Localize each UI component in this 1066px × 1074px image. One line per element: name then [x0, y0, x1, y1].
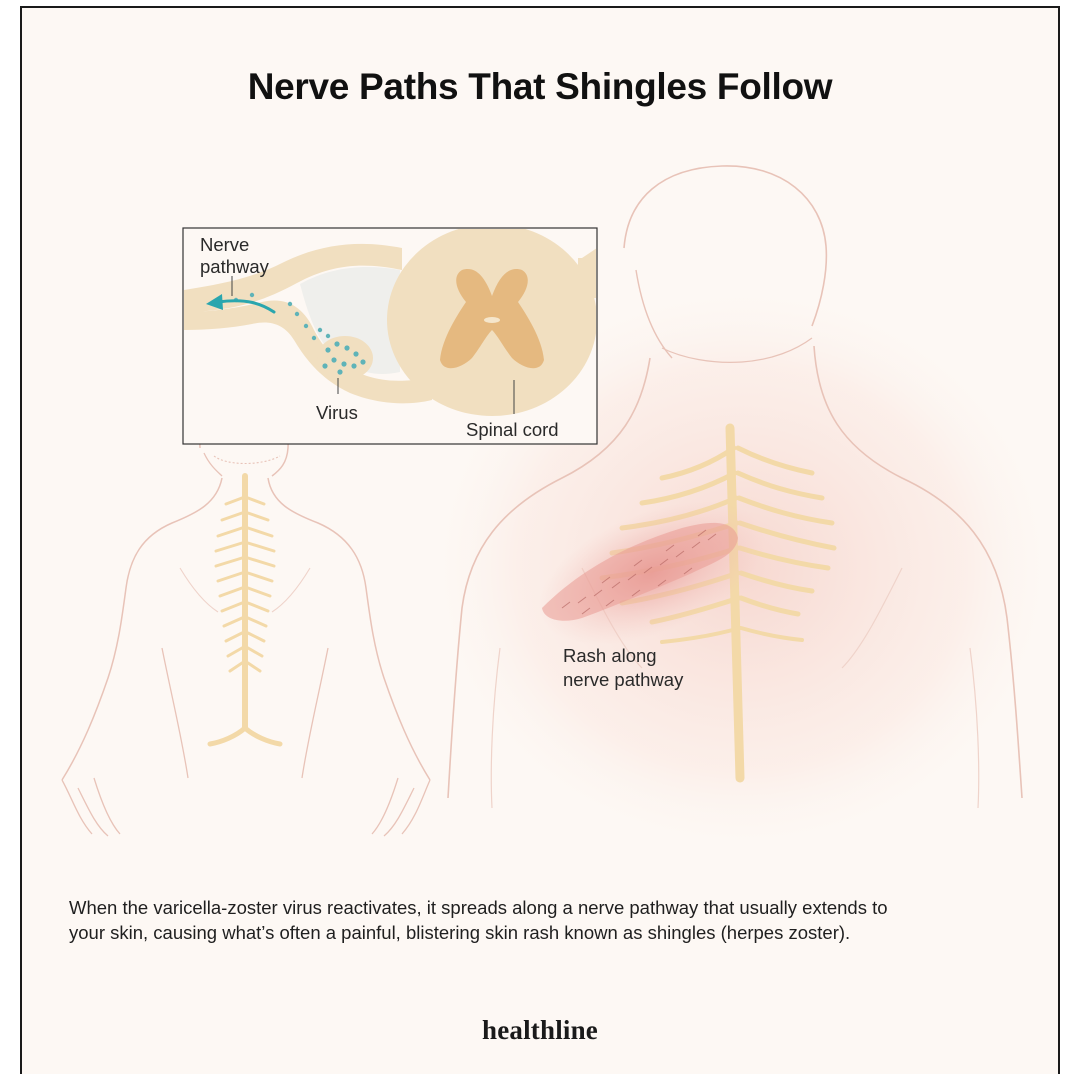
nerve-label-line1: Nerve	[200, 234, 249, 255]
virus-label: Virus	[316, 402, 358, 423]
small-back-figure	[62, 393, 430, 836]
rash-label-line1: Rash along	[563, 645, 657, 666]
spinal-nerves-small	[210, 476, 280, 744]
spinal-cord-inset: Nerve pathway Virus Spinal cord	[183, 224, 598, 444]
infographic-frame: Nerve Paths That Shingles Follow	[20, 6, 1060, 1074]
brand-logo: healthline	[22, 1015, 1058, 1046]
ganglion	[317, 336, 373, 380]
spinal-cord-label: Spinal cord	[466, 419, 559, 440]
caption-text: When the varicella-zoster virus reactiva…	[69, 895, 899, 945]
nerve-label-line2: pathway	[200, 256, 270, 277]
illustration: Rash along nerve pathway	[22, 8, 1058, 888]
rash-label-line2: nerve pathway	[563, 669, 684, 690]
